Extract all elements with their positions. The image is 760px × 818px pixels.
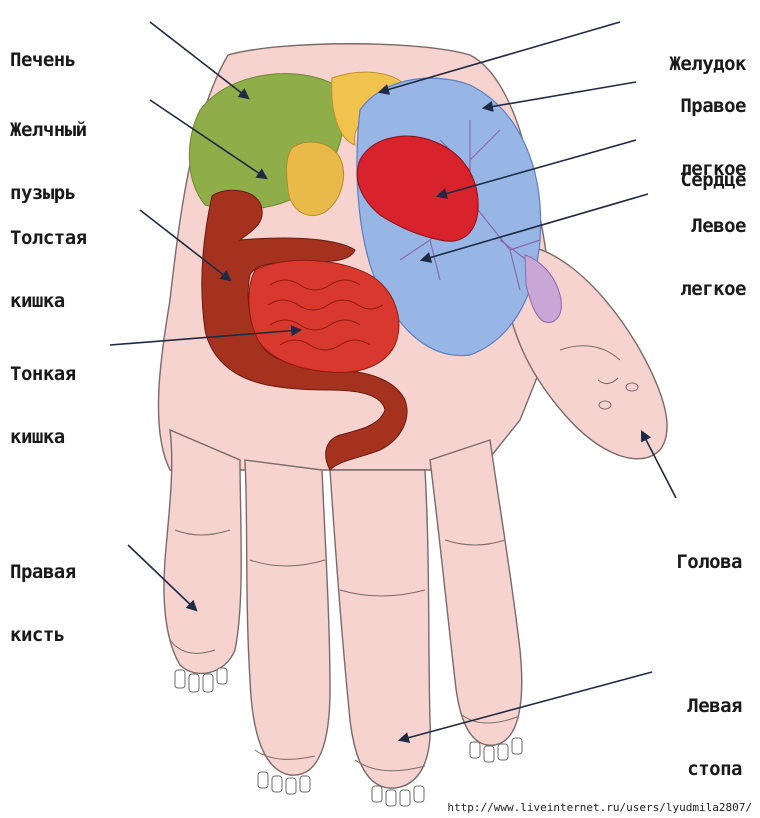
label-colon-line2: кишка [10, 290, 65, 312]
pointer-right-lung [481, 81, 637, 113]
pointer-lines [109, 21, 677, 744]
label-left-lung-line2: легкое [680, 278, 746, 300]
little-finger [163, 428, 242, 675]
pointer-colon [139, 209, 232, 282]
label-left-lung: Левое легкое [680, 174, 746, 321]
label-heart-text: Сердце [680, 169, 746, 191]
index-finger [429, 439, 523, 746]
colon-shape [201, 189, 408, 471]
label-right-lung-line1: Правое [680, 95, 746, 117]
pointer-stomach [377, 21, 621, 95]
middle-finger [329, 469, 431, 789]
label-small-intestine: Тонкая кишка [10, 322, 76, 469]
pointer-head [640, 430, 677, 499]
label-gallbladder-line2: пузырь [10, 182, 76, 204]
label-heart: Сердце [680, 128, 746, 212]
label-left-foot-line2: стопа [687, 758, 742, 780]
label-small-intestine-line1: Тонкая [10, 363, 76, 385]
label-colon: Толстая кишка [10, 186, 87, 333]
label-liver: Печень [10, 8, 76, 92]
pointer-left-foot [397, 671, 653, 744]
label-left-lung-line1: Левое [691, 215, 746, 237]
pointer-liver [149, 21, 250, 100]
intestine-coils [267, 279, 384, 351]
heart-shape [356, 135, 479, 242]
label-gallbladder: Желчный пузырь [10, 78, 87, 225]
label-left-foot: Левая стопа [687, 654, 742, 801]
label-right-lung: Правое легкое [680, 54, 746, 201]
label-colon-line1: Толстая [10, 227, 87, 249]
label-left-foot-line1: Левая [687, 695, 742, 717]
label-stomach: Желудок [669, 12, 746, 96]
label-head-text: Голова [676, 551, 742, 573]
fingertip-toes [174, 667, 523, 807]
label-head: Голова [676, 510, 742, 594]
watermark-url: http://www.liveinternet.ru/users/lyudmil… [445, 801, 754, 814]
trachea-shape [524, 254, 562, 324]
label-right-lung-line2: легкое [680, 158, 746, 180]
gallbladder-shape [286, 141, 344, 217]
ring-finger [244, 459, 331, 776]
pointer-heart [435, 139, 637, 199]
pointer-right-hand [127, 544, 198, 612]
pointer-small-intestine [109, 325, 303, 346]
label-liver-text: Печень [10, 49, 76, 71]
label-right-hand-line1: Правая [10, 561, 76, 583]
pointer-gallbladder [149, 99, 268, 180]
label-right-hand-line2: кисть [10, 624, 65, 646]
label-right-hand: Правая кисть [10, 520, 76, 667]
label-stomach-text: Желудок [669, 53, 746, 75]
small-intestine-shape [248, 259, 400, 374]
label-small-intestine-line2: кишка [10, 426, 65, 448]
label-gallbladder-line1: Желчный [10, 119, 87, 141]
pointer-left-lung [419, 193, 649, 263]
finger-details [169, 345, 639, 772]
